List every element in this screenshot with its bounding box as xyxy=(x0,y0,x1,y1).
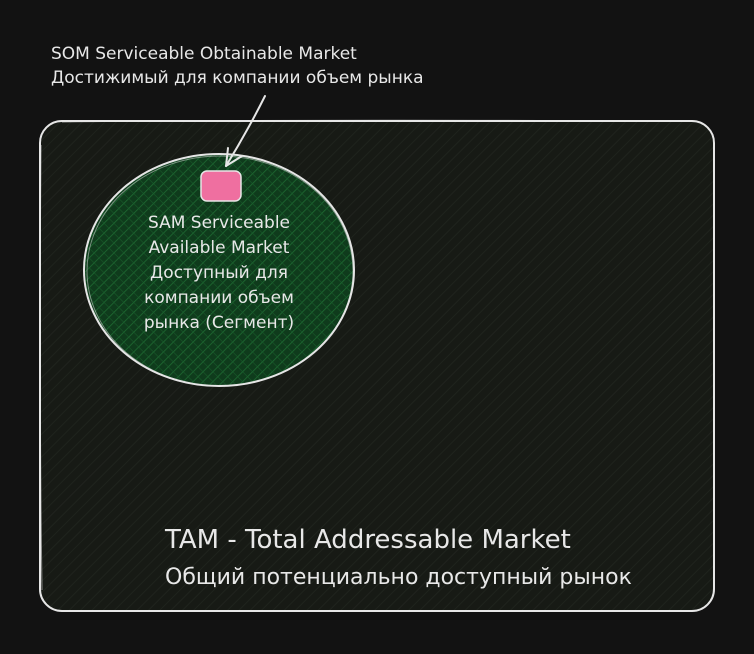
som-box xyxy=(200,170,242,202)
som-arrow xyxy=(225,95,266,167)
sam-label: SAM Serviceable Available Market Доступн… xyxy=(144,213,294,333)
tam-label-line2: Общий потенциально доступный рынок xyxy=(165,565,632,590)
sam-label-line: рынка (Сегмент) xyxy=(144,313,294,333)
sam-ellipse xyxy=(83,153,355,387)
sam-label-line: SAM Serviceable xyxy=(148,213,290,233)
som-label-line2: Достижимый для компании объем рынка xyxy=(51,68,424,88)
som-label-line1: SOM Serviceable Obtainable Market xyxy=(51,44,357,64)
sam-label-line: Доступный для xyxy=(150,263,288,283)
tam-label-line1: TAM - Total Addressable Market xyxy=(164,525,571,555)
sam-label-line: Available Market xyxy=(149,238,290,258)
sam-label-line: компании объем xyxy=(144,288,294,308)
